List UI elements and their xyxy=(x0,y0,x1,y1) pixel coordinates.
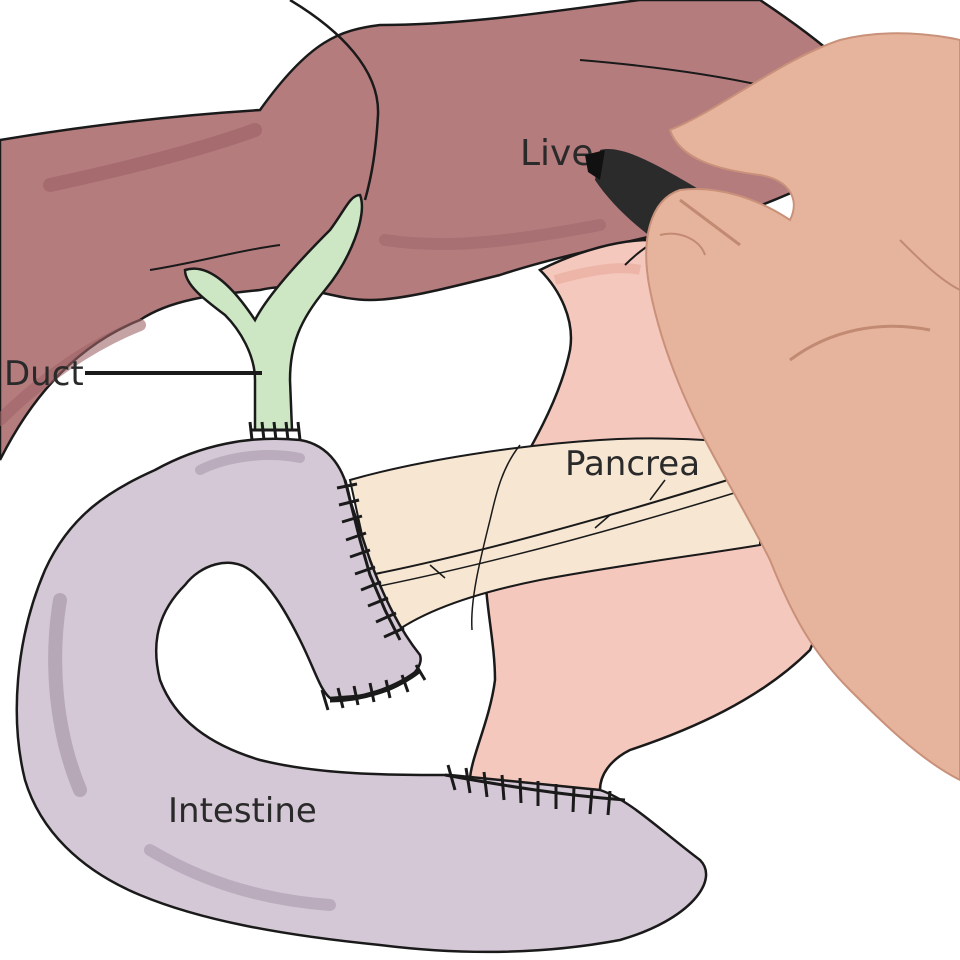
duct-label: Duct xyxy=(4,354,84,394)
intestine xyxy=(15,437,708,954)
stomach-anastomosis-sutures xyxy=(444,764,626,816)
liver xyxy=(0,0,902,461)
intestine-label: Intestine xyxy=(168,791,317,831)
bile-duct xyxy=(183,193,364,441)
pancreas xyxy=(348,437,761,642)
pancreas-label: Pancrea xyxy=(565,444,700,484)
pancreas-anastomosis-sutures xyxy=(336,479,405,641)
liver-label: Live xyxy=(520,133,594,174)
hand-holding-marker xyxy=(585,32,960,782)
